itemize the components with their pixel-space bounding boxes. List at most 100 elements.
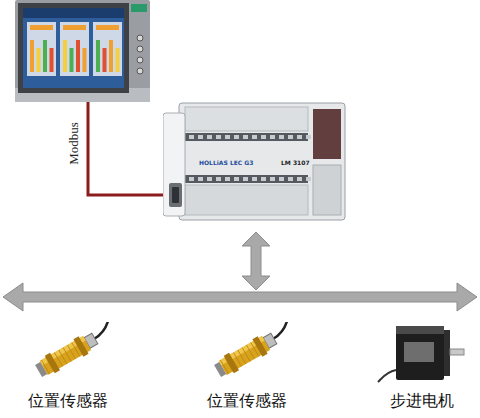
motor-wire: [378, 370, 396, 382]
motor-flange: [444, 330, 450, 376]
plc-terminal: [189, 177, 194, 181]
node-art: [163, 95, 346, 228]
hmi-button: [137, 57, 143, 63]
plc-terminal: [216, 177, 221, 181]
plc-terminal: [288, 177, 293, 181]
hmi-panel: [27, 22, 56, 76]
sensor-nut: [252, 336, 267, 356]
hmi-logo: [131, 4, 147, 12]
hmi-panel: [60, 22, 89, 76]
modbus-cable: [88, 102, 163, 195]
sensor-lens: [214, 362, 226, 377]
edge-label: Modbus: [66, 121, 82, 166]
text-holder: LM 3107: [281, 150, 310, 169]
motor-label-plate: [404, 342, 434, 362]
plc-end-cap: [163, 113, 185, 216]
hmi-frame: [18, 3, 129, 93]
plc-bus-double-arrow: [242, 232, 270, 290]
text-holder: 位置传感器: [187, 391, 307, 412]
hmi-button: [137, 68, 143, 74]
plc-terminal: [270, 135, 275, 139]
plc-terminal: [198, 177, 203, 181]
hmi-button: [137, 46, 143, 52]
plc-terminal: [279, 135, 284, 139]
hmi-header-bar: [23, 8, 124, 18]
plc-terminal: [261, 135, 266, 139]
hmi-button: [137, 35, 143, 41]
hmi-screen: [23, 8, 124, 88]
hmi-bar: [103, 48, 107, 72]
text-holder: HOLLiAS LEC G3: [199, 150, 253, 169]
plc-terminal: [279, 177, 284, 181]
sensor-lens: [35, 362, 47, 377]
plc-terminal: [306, 177, 311, 181]
sensor-body: [40, 336, 91, 375]
hmi-bar: [83, 48, 87, 72]
sensor-nut: [224, 353, 239, 373]
hmi-bar: [116, 48, 120, 72]
plc-terminal: [207, 135, 212, 139]
motor-body: [396, 326, 444, 380]
plc-indicator-panel: [313, 109, 341, 159]
sensor-nut: [73, 336, 88, 356]
hmi-bar: [96, 40, 100, 72]
position-sensor: 位置传感器: [187, 322, 307, 416]
plc-terminal: [225, 135, 230, 139]
plc-terminal: [198, 135, 203, 139]
plc-terminal: [189, 135, 194, 139]
plc-terminal: [234, 177, 239, 181]
text-holder: 步进电机: [367, 391, 477, 412]
plc-terminal: [297, 135, 302, 139]
plc-terminal: [234, 135, 239, 139]
node-art: [15, 0, 150, 102]
text-holder: 位置传感器: [8, 391, 128, 412]
hmi-panel-title: [96, 25, 119, 30]
plc-terminal: [216, 135, 221, 139]
sensor-figure: [32, 322, 122, 380]
plc-terminal: [225, 177, 230, 181]
device-label: 位置传感器: [8, 391, 128, 412]
device-label: 位置传感器: [187, 391, 307, 412]
plc-terminal-strip: [185, 133, 308, 141]
hmi-bar: [43, 40, 47, 72]
plc-terminal: [243, 177, 248, 181]
plc-terminal: [297, 177, 302, 181]
plc-terminal: [288, 135, 293, 139]
plc-terminal: [252, 135, 257, 139]
plc-terminal-strip: [185, 175, 308, 183]
hmi-panel-title: [63, 25, 86, 30]
plc-terminal: [306, 135, 311, 139]
bus-double-arrow: [3, 283, 477, 311]
model-label: LM 3107: [281, 159, 310, 166]
plc-terminal: [270, 177, 275, 181]
plc-top-cover: [185, 107, 308, 131]
motor-shaft: [450, 349, 464, 355]
hmi-bar: [76, 40, 80, 72]
hmi-bar: [30, 40, 34, 72]
hmi-touchscreen: [15, 0, 150, 102]
plc-port-socket: [172, 187, 179, 203]
stepper-motor: 步进电机: [367, 320, 477, 416]
hmi-panel-title: [30, 25, 53, 30]
hmi-panel: [93, 22, 122, 76]
plc-terminal: [207, 177, 212, 181]
hmi-bar: [109, 40, 113, 72]
device-label: 步进电机: [367, 391, 477, 412]
sensor-figure: [211, 322, 301, 380]
hmi-bar: [70, 48, 74, 72]
hmi-bar: [37, 48, 41, 72]
position-sensor: 位置传感器: [8, 322, 128, 416]
sensor-nut: [45, 353, 60, 373]
hmi-bar: [50, 48, 54, 72]
hmi-bezel: [15, 0, 150, 102]
sensor-body: [219, 336, 270, 375]
plc-terminal: [261, 177, 266, 181]
plc-body: [179, 103, 345, 220]
motor-top: [396, 326, 444, 334]
model-label: HOLLiAS LEC G3: [199, 159, 253, 166]
hmi-bar: [63, 40, 67, 72]
text-holder: Modbus: [63, 121, 82, 166]
